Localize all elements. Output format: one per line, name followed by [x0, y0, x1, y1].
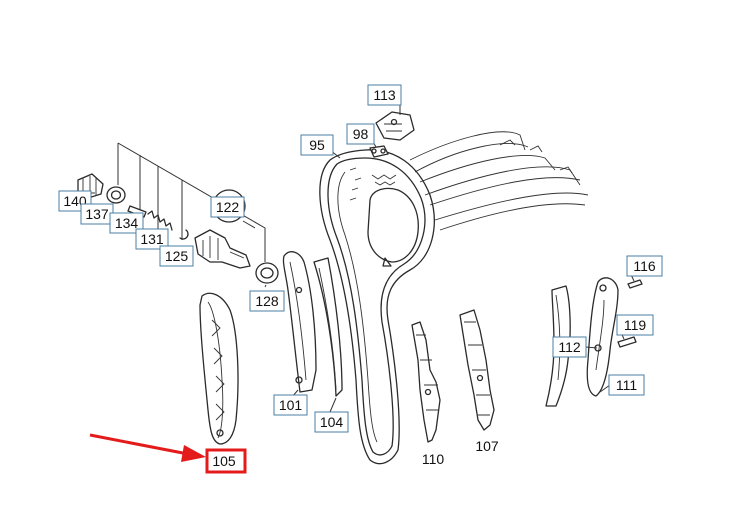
callout-119-label: 119 [624, 317, 647, 333]
camshaft-sprocket [367, 174, 419, 267]
callout-113: 113 [367, 84, 402, 106]
callout-95-label: 95 [309, 137, 325, 153]
callout-122-label: 122 [216, 199, 240, 215]
part-119-pin [617, 336, 637, 348]
part-137-seal-ring [106, 186, 126, 204]
part-116-pin [627, 279, 643, 289]
callout-128-label: 128 [255, 293, 279, 309]
part-110-guide [411, 321, 441, 443]
part-111-tensioner-lever [586, 277, 619, 397]
part-125-circlip [179, 229, 189, 240]
part-113-bracket [375, 111, 415, 141]
callout-112-label: 112 [558, 339, 581, 355]
callout-112: 112 [552, 336, 587, 358]
part-131-spring [147, 210, 173, 231]
callout-101-label: 101 [279, 397, 303, 413]
callout-98: 98 [346, 123, 375, 145]
callout-116-label: 116 [633, 258, 656, 274]
part-101-guide-rail [282, 251, 317, 393]
highlight-arrow [89, 433, 206, 462]
callout-104-label: 104 [320, 414, 344, 430]
callout-104: 104 [314, 411, 349, 433]
part-104-slide-rail [313, 257, 343, 397]
label-107: 107 [475, 438, 499, 454]
callout-119: 119 [616, 314, 654, 336]
callout-137: 137 [80, 203, 114, 225]
part-128-seal [255, 262, 279, 284]
callout-113-label: 113 [373, 87, 396, 103]
callout-111: 111 [608, 374, 645, 396]
callout-116: 116 [626, 255, 663, 277]
callout-111-label: 111 [616, 377, 637, 393]
camshaft-housing-outline [409, 131, 589, 231]
callout-128: 128 [249, 290, 285, 312]
part-122-tensioner-body [194, 229, 251, 269]
callout-125-label: 125 [165, 248, 189, 264]
timing-chain-95 [319, 149, 435, 465]
callout-95: 95 [300, 134, 334, 156]
callout-134-label: 134 [115, 215, 139, 231]
highlighted-callout-105-label: 105 [212, 453, 236, 469]
label-110: 110 [422, 451, 445, 467]
callout-98-label: 98 [353, 126, 369, 142]
part-98-clip [369, 145, 389, 158]
callout-125: 125 [159, 245, 194, 267]
part-107-guide [459, 309, 495, 431]
part-105-tensioning-rail [199, 292, 239, 445]
callout-131: 131 [135, 228, 169, 250]
callout-137-label: 137 [85, 206, 109, 222]
callout-131-label: 131 [140, 231, 164, 247]
callout-101: 101 [273, 394, 308, 416]
callout-134: 134 [109, 212, 144, 234]
callout-122: 122 [210, 189, 246, 223]
highlighted-callout-105: 105 [205, 448, 247, 474]
